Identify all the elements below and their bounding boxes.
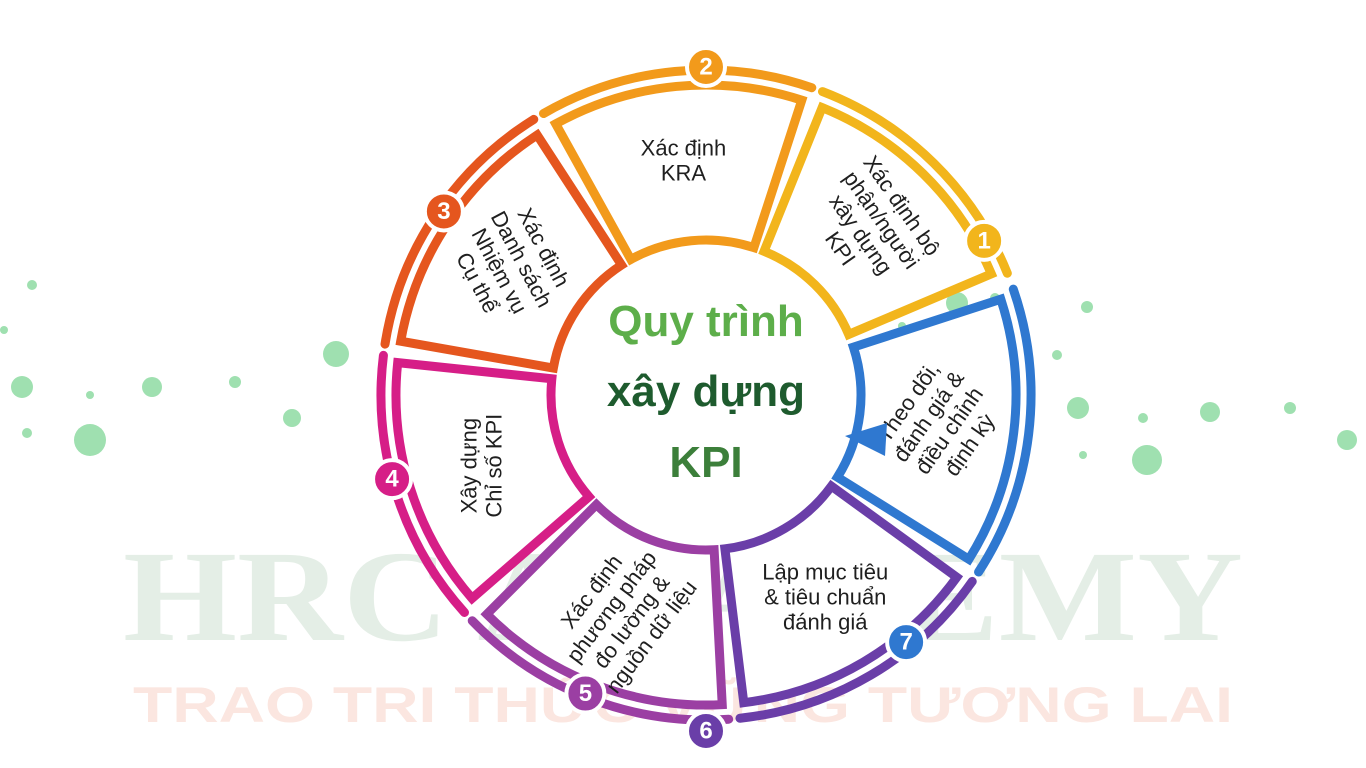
step-5-badge	[564, 672, 607, 715]
step-5-number: 5	[579, 680, 592, 707]
step-6-badge	[685, 710, 727, 752]
step-2-ring-arc	[539, 65, 817, 119]
title-line-1: Quy trình	[608, 297, 804, 346]
step-7-badge	[885, 621, 928, 664]
step-5: Xác địnhphương phápđo lường &nguồn dữ li…	[467, 498, 734, 725]
step-7-wedge	[831, 293, 1021, 566]
step-6-ring-arc	[735, 576, 977, 723]
step-2-label-line: Xác định	[641, 136, 727, 161]
step-4-number: 4	[385, 466, 399, 493]
step-4-label-line: Chỉ số KPI	[481, 414, 506, 518]
step-4-badge	[371, 458, 414, 501]
step-5-wedge	[480, 498, 727, 710]
step-6-label-line: Lập mục tiêu	[762, 559, 888, 584]
step-4-wedge	[391, 357, 596, 605]
step-7: Theo dõi,đánh giá &điều chỉnhđịnh kỳ7	[831, 284, 1036, 664]
cycle-arrow-icon	[845, 423, 887, 456]
title-line-2: xây dựng	[607, 367, 805, 416]
step-2-badge	[685, 46, 727, 88]
step-6-label-line: & tiêu chuẩn	[764, 584, 886, 609]
step-6-label-line: đánh giá	[783, 609, 868, 634]
title-line-3: KPI	[669, 438, 742, 487]
step-4: Xây dựngChỉ số KPI 4	[371, 350, 596, 617]
step-3-wedge	[395, 128, 628, 374]
step-2-wedge	[549, 80, 808, 266]
step-6-wedge	[719, 479, 964, 708]
center-title: Quy trình xây dựng KPI	[607, 297, 805, 487]
step-3-number: 3	[437, 198, 450, 225]
step-1-number: 1	[977, 227, 990, 254]
step-4-label: Xây dựngChỉ số KPI	[456, 414, 506, 518]
step-2-label-line: KRA	[661, 161, 707, 186]
step-2-number: 2	[699, 54, 712, 81]
step-7-number: 7	[899, 629, 912, 656]
step-1-badge	[963, 219, 1006, 262]
step-3-badge	[422, 190, 465, 233]
step-4-label-line: Xây dựng	[456, 418, 481, 513]
step-6-number: 6	[699, 718, 712, 745]
step-7-ring-arc	[974, 284, 1036, 577]
